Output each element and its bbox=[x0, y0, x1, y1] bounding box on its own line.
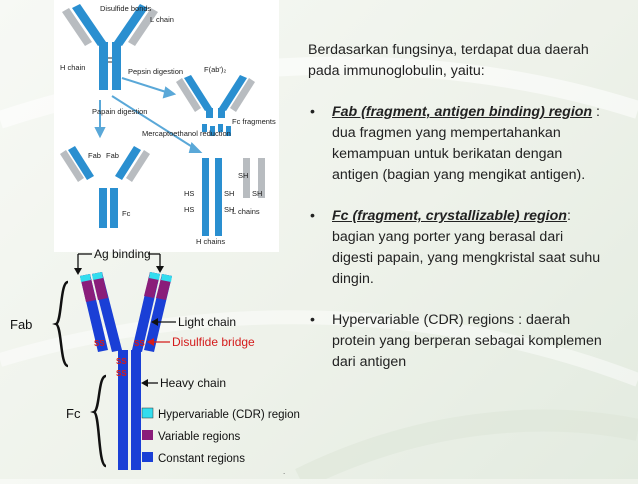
light-chain-pointer: Light chain bbox=[151, 315, 236, 329]
term-fc: Fc (fragment, crystallizable) region bbox=[332, 208, 567, 224]
bullet-dot: • bbox=[310, 104, 315, 120]
digestion-figure: Disulfide bonds L chain H chain Pepsin d… bbox=[54, 0, 279, 252]
right-arm bbox=[132, 272, 172, 352]
fab2-fragment bbox=[176, 75, 255, 118]
ss-hinge-1: SS bbox=[116, 357, 127, 366]
label-fc: Fc bbox=[66, 406, 81, 421]
ag-binding-annotation: Ag binding bbox=[74, 247, 164, 275]
stray-dot: . bbox=[283, 467, 286, 476]
term-fab: Fab (fragment, antigen binding) region bbox=[332, 104, 593, 120]
fc-fragments bbox=[202, 124, 231, 136]
left-arm bbox=[80, 272, 122, 352]
antibody-structure-figure: SS SS SS SS Ag binding Fab bbox=[0, 238, 306, 479]
label-mercapto: Mercaptoethanol reduction bbox=[142, 129, 231, 138]
heavy-chain-left bbox=[118, 350, 128, 470]
label-hs1: HS bbox=[184, 189, 194, 198]
label-sh2: SH bbox=[224, 205, 234, 214]
label-sh4: SH bbox=[238, 171, 248, 180]
bullet-fc: • Fc (fragment, crystallizable) region: … bbox=[308, 206, 608, 290]
papain-products bbox=[60, 146, 150, 228]
legend-swatch-hyper bbox=[141, 407, 154, 419]
legend-swatch-constant bbox=[142, 452, 153, 462]
desc-fab: : dua fragmen yang mempertahankan kemamp… bbox=[332, 104, 600, 183]
legend-label-variable: Variable regions bbox=[158, 431, 241, 443]
label-fc: Fc bbox=[122, 209, 131, 218]
reduced-chains bbox=[202, 158, 265, 236]
label-disulfide-bridge: Disulfide bridge bbox=[172, 335, 255, 349]
disulfide-bridge-pointer: Disulfide bridge bbox=[147, 335, 255, 349]
arrows bbox=[94, 77, 203, 153]
legend: Hypervariable (CDR) regions Variable reg… bbox=[141, 407, 306, 465]
label-pepsin: Pepsin digestion bbox=[128, 67, 183, 76]
ss-right: SS bbox=[134, 339, 145, 348]
label-light-chain: Light chain bbox=[178, 315, 236, 329]
legend-label-hyper: Hypervariable (CDR) regions bbox=[158, 409, 300, 421]
label-fab-left: Fab bbox=[88, 151, 101, 160]
label-l-chain: L chain bbox=[150, 15, 174, 24]
fc-brace: Fc bbox=[66, 374, 108, 468]
bullet-fab: • Fab (fragment, antigen binding) region… bbox=[308, 102, 608, 186]
label-sh3: SH bbox=[252, 189, 262, 198]
desc-hypervariable: Hypervariable (CDR) regions : daerah pro… bbox=[332, 312, 602, 370]
label-fc-fragments: Fc fragments bbox=[232, 117, 276, 126]
label-fab-right: Fab bbox=[106, 151, 119, 160]
intact-antibody bbox=[62, 4, 158, 90]
label-disulfide: Disulfide bonds bbox=[100, 4, 152, 13]
label-papain: Papain digestion bbox=[92, 107, 147, 116]
bullet-hypervariable: • Hypervariable (CDR) regions : daerah p… bbox=[308, 310, 608, 373]
label-h-chain: H chain bbox=[60, 63, 85, 72]
heavy-chain-pointer: Heavy chain bbox=[141, 376, 226, 390]
bullet-list: • Fab (fragment, antigen binding) region… bbox=[308, 102, 608, 373]
label-sh1: SH bbox=[224, 189, 234, 198]
label-fab2: F(ab')₂ bbox=[204, 65, 226, 74]
legend-label-constant: Constant regions bbox=[158, 453, 245, 465]
label-heavy-chain: Heavy chain bbox=[160, 376, 226, 390]
ss-left: SS bbox=[94, 339, 105, 348]
text-panel: Berdasarkan fungsinya, terdapat dua daer… bbox=[308, 40, 608, 393]
label-l-chains: L chains bbox=[232, 207, 260, 216]
label-h-chains: H chains bbox=[196, 237, 225, 246]
label-fab: Fab bbox=[10, 317, 32, 332]
desc-fc: : bagian yang porter yang berasal dari d… bbox=[332, 208, 601, 287]
heavy-chain-right bbox=[131, 350, 141, 470]
bullet-dot: • bbox=[310, 312, 315, 328]
legend-swatch-variable bbox=[142, 430, 153, 440]
bullet-dot: • bbox=[310, 208, 315, 224]
ss-hinge-2: SS bbox=[116, 369, 127, 378]
intro-text: Berdasarkan fungsinya, terdapat dua daer… bbox=[308, 42, 589, 79]
fab-brace: Fab bbox=[10, 280, 69, 368]
label-ag-binding: Ag binding bbox=[94, 247, 151, 261]
label-hs2: HS bbox=[184, 205, 194, 214]
